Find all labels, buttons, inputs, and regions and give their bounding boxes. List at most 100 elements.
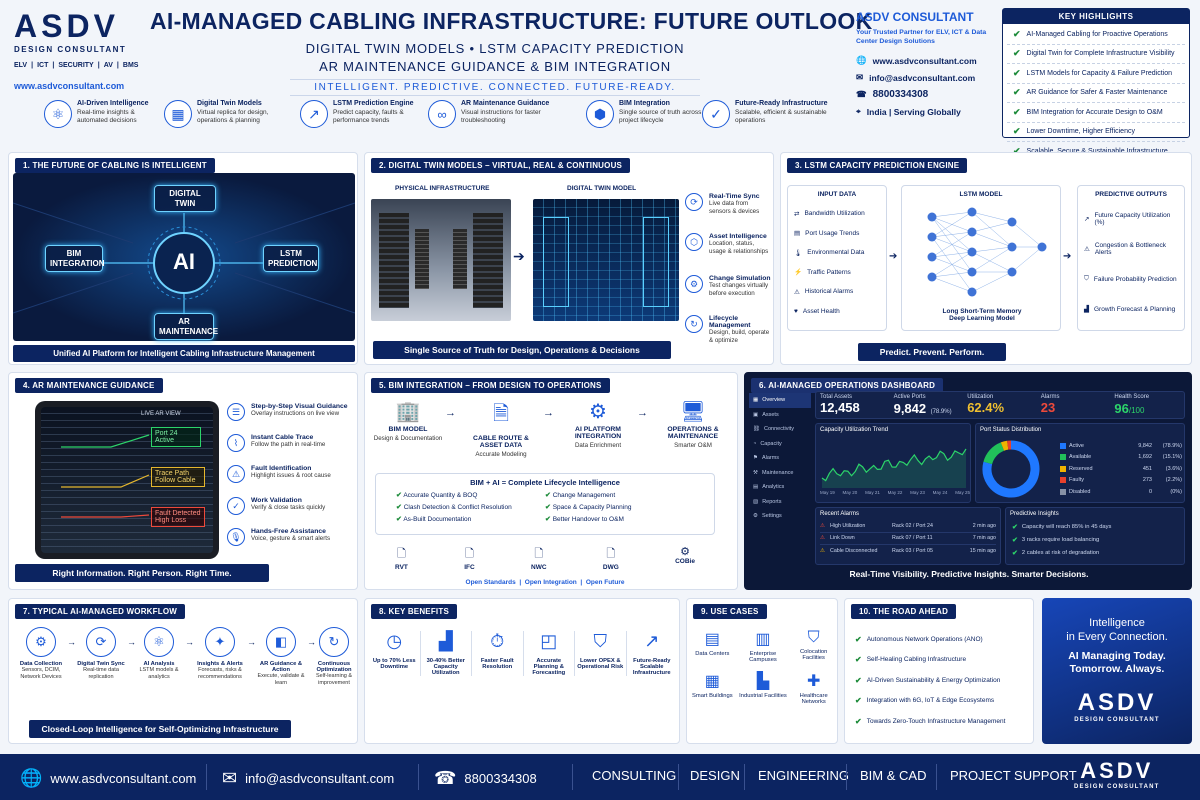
document-icon: 🗎 [492, 403, 510, 425]
use-case-healthcare: ✚Healthcare Networks [788, 671, 837, 705]
arrow-right-icon: ➔ [513, 248, 525, 264]
page-subtitle-2: AR MAINTENANCE GUIDANCE & BIM INTEGRATIO… [319, 59, 671, 74]
ar-trace-lines [61, 434, 150, 518]
section-key-benefits: 8. KEY BENEFITS ◷Up to 70% Less Downtime… [364, 598, 680, 744]
dash-menu-analytics[interactable]: ▤Analytics [753, 484, 785, 491]
input-item: ♥Asset Health [794, 307, 840, 315]
section-workflow: 7. TYPICAL AI-MANAGED WORKFLOW ⚙ Data Co… [8, 598, 358, 744]
city-icon: ▦ [164, 100, 192, 128]
bar-chart-icon: ▟ [438, 631, 453, 651]
highlight-item: ✔Digital Twin for Complete Infrastructur… [1007, 45, 1185, 64]
benefit-scalable: ↗Future-Ready Scalable Infrastructure [627, 631, 678, 676]
ar-tablet-device: LIVE AR VIEW Port 24 Active Trace Path F… [35, 401, 219, 559]
header-website-link[interactable]: www.asdvconsultant.com [14, 81, 125, 91]
consultant-location: ⌖India | Serving Globally [856, 106, 961, 117]
dash-menu-maintenance[interactable]: ⚒Maintenance [753, 469, 794, 476]
warning-icon: ⚠ [1084, 246, 1090, 253]
file-icon: 🗋 [534, 548, 544, 560]
arrow-right-icon: → [307, 637, 316, 647]
warning-icon: ⚠ [820, 548, 825, 555]
dash-menu-overview[interactable]: ▦Overview [749, 393, 811, 408]
check-icon: ✔ [1013, 28, 1021, 39]
dash-menu-capacity[interactable]: ◔Capacity [753, 440, 782, 447]
simulation-icon: ⚙ [685, 275, 703, 293]
bim-benefit-item: ✔ Better Handover to O&M [545, 516, 624, 523]
shield-check-icon: ⛉ [593, 631, 608, 651]
dash-menu-connectivity[interactable]: ⛓Connectivity [753, 426, 794, 433]
section-2-title: 2. DIGITAL TWIN MODELS – VIRTUAL, REAL &… [371, 158, 631, 173]
consultant-email[interactable]: ✉info@asdvconsultant.com [856, 72, 976, 83]
key-highlights-title: KEY HIGHLIGHTS [1003, 9, 1189, 24]
section-6-footer: Real-Time Visibility. Predictive Insight… [849, 569, 1089, 579]
shield-check-icon: ✓ [702, 100, 730, 128]
workflow-step-data-collection: ⚙ Data Collection Sensors, DCIM, Network… [15, 627, 67, 681]
section-7-title: 7. TYPICAL AI-MANAGED WORKFLOW [15, 604, 185, 619]
road-ahead-list: ✔Autonomous Network Operations (ANO) ✔Se… [855, 629, 1031, 732]
capacity-trend-icon: ↗ [1084, 216, 1090, 223]
footer-website[interactable]: 🌐www.asdvconsultant.com [20, 768, 197, 788]
box-icon: ▣ [753, 411, 759, 418]
service-list: ELV| ICT| SECURITY| AV| BMS [14, 62, 139, 69]
dash-menu-settings[interactable]: ⚙Settings [753, 513, 782, 520]
lstm-input-box: INPUT DATA ⇄Bandwidth Utilization ▤Port … [787, 185, 887, 331]
section-6-title: 6. AI-MANAGED OPERATIONS DASHBOARD [751, 378, 944, 393]
page-tagline: INTELLIGENT. PREDICTIVE. CONNECTED. FUTU… [290, 79, 700, 96]
shield-icon: ⛉ [1084, 275, 1089, 282]
footer-email[interactable]: ✉info@asdvconsultant.com [222, 768, 395, 788]
ar-overlay-port-active: Port 24 Active [151, 427, 201, 447]
sync-icon: ⟳ [86, 627, 116, 657]
gauge-icon: ◔ [753, 440, 757, 447]
location-pin-icon: ⌖ [856, 106, 861, 117]
use-case-colocation: ⛉Colocation Facilities [788, 629, 837, 663]
digital-twin-label: DIGITAL TWIN MODEL [567, 185, 637, 192]
cable-trace-icon: ⌇ [227, 434, 245, 452]
input-item: ▤Port Usage Trends [794, 229, 860, 238]
arrow-right-icon: → [247, 637, 256, 647]
page-subtitle-1: DIGITAL TWIN MODELS • LSTM CAPACITY PRED… [305, 41, 685, 56]
section-future-cabling: AI DIGITAL TWIN BIM INTEGRATION LSTM PRE… [8, 152, 358, 365]
dash-menu-reports[interactable]: ▧Reports [753, 498, 782, 505]
consultant-website[interactable]: 🌐www.asdvconsultant.com [856, 55, 977, 66]
arrow-right-icon: ➔ [889, 251, 898, 262]
ar-icon: ◧ [266, 627, 296, 657]
promo-logo: ASDV [1077, 688, 1157, 716]
dash-menu-alarms[interactable]: ⚑Alarms [753, 455, 780, 462]
section-digital-twin: 2. DIGITAL TWIN MODELS – VIRTUAL, REAL &… [364, 152, 774, 365]
section-7-footer: Closed-Loop Intelligence for Self-Optimi… [29, 720, 291, 738]
consultant-phone[interactable]: ☎8800334308 [856, 89, 929, 101]
highlight-item: ✔AR Guidance for Safer & Faster Maintena… [1007, 84, 1185, 103]
globe-icon: 🌐 [20, 768, 43, 788]
benefit-capacity: ▟30-40% Better Capacity Utilization [421, 631, 472, 676]
bim-integration-node: BIM INTEGRATION [45, 245, 105, 273]
fault-icon: ⚠ [227, 465, 245, 483]
bim-step-cable-route: 🗎 CABLE ROUTE & ASSET DATA Accurate Mode… [461, 399, 541, 458]
section-use-cases: 9. USE CASES ▤Data Centers ▥Enterprise C… [686, 598, 838, 744]
benefit-opex: ⛉Lower OPEX & Operational Risk [575, 631, 627, 676]
output-item: ▟Growth Forecast & Planning [1084, 305, 1176, 314]
dash-menu-assets[interactable]: ▣Assets [753, 411, 779, 418]
ar-maintenance-node: AR MAINTENANCE [154, 313, 218, 341]
footer-service-bim-cad: BIM & CAD [860, 768, 927, 783]
section-3-footer: Predict. Prevent. Perform. [858, 343, 1006, 361]
section-road-ahead: 10. THE ROAD AHEAD ✔Autonomous Network O… [844, 598, 1034, 744]
format-dwg: 🗋DWG [603, 545, 619, 571]
digital-twin-model-image [533, 199, 679, 321]
arrow-right-icon: → [185, 637, 194, 647]
footer-phone[interactable]: ☎8800334308 [434, 768, 537, 788]
check-icon: ✔ [1013, 146, 1021, 157]
ar-overlay-fault: Fault Detected High Loss [151, 507, 205, 527]
health-icon: ♥ [794, 307, 798, 315]
port-status-donut [982, 440, 1040, 498]
